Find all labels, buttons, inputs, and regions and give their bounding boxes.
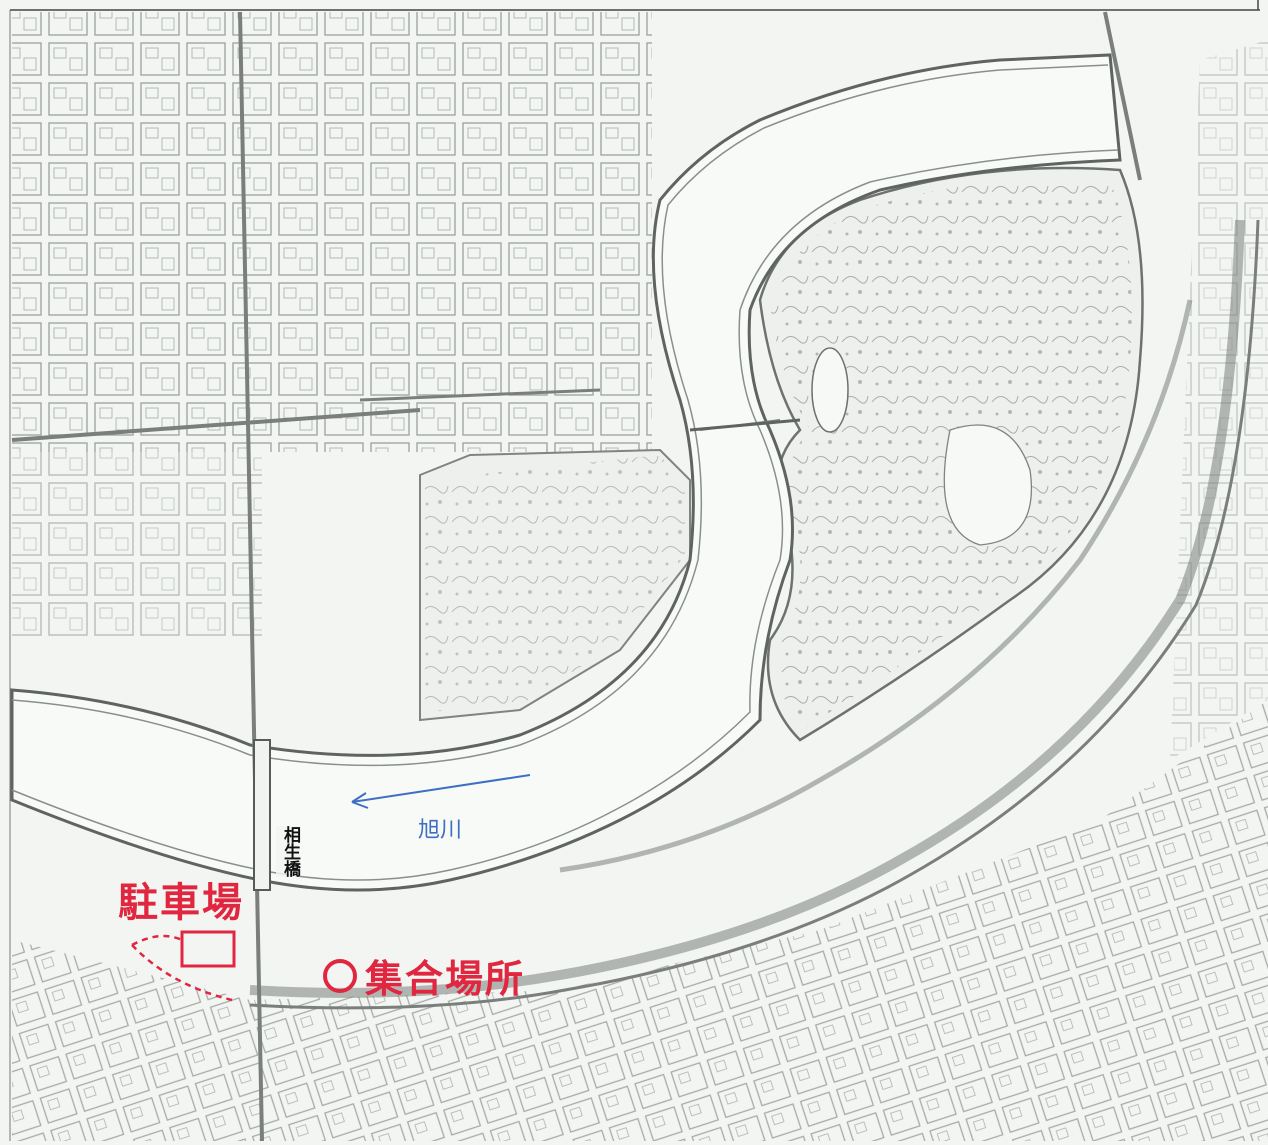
circle-marker-icon <box>323 958 357 993</box>
parking-label: 駐車場 <box>118 880 244 926</box>
river-name-label: 旭川 <box>418 818 463 843</box>
meeting-place-text: 集合場所 <box>365 957 526 1001</box>
meeting-place-label: 集合場所 <box>323 948 525 1003</box>
bridge-name-label: 相生橋 <box>276 826 300 877</box>
river-flow-arrow-icon <box>351 774 531 809</box>
parking-box-icon <box>180 930 236 968</box>
